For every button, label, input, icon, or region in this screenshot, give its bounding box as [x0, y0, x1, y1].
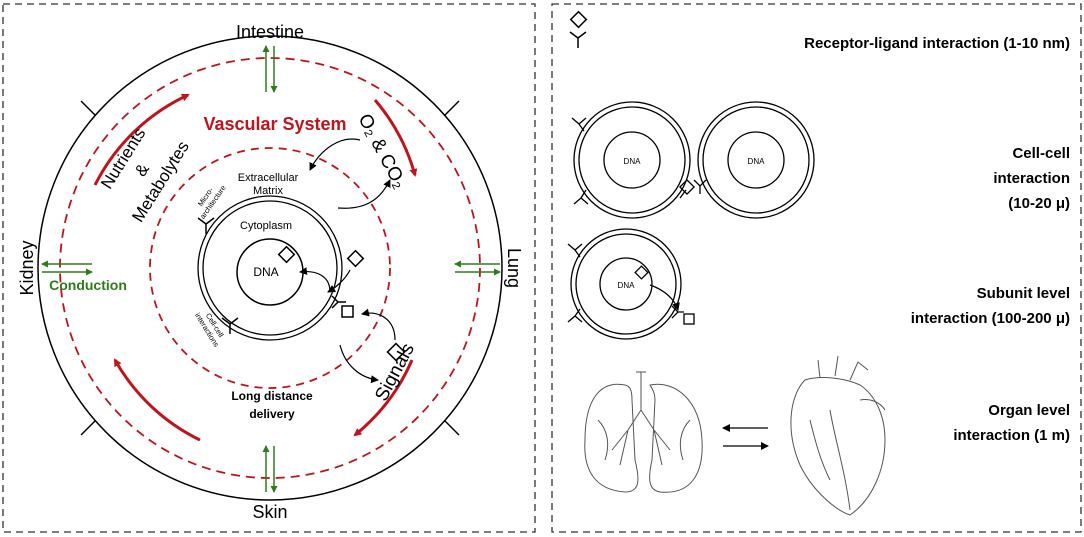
signals-label: Signals: [371, 340, 419, 405]
long-distance-label-1: Long distance: [231, 389, 313, 403]
organ-lung-label: Lung: [504, 248, 524, 288]
cell2-dna-label: DNA: [748, 157, 766, 166]
cytoplasm-label: Cytoplasm: [240, 220, 292, 232]
long-distance-label-2: delivery: [249, 407, 295, 421]
signal-arrows: [299, 138, 396, 384]
subunit-label-2: interaction (100-200 μ): [911, 310, 1070, 327]
nutrients-group: Nutrients & Metabolytes: [97, 124, 193, 225]
right-panel-frame: [551, 3, 1082, 533]
cell-cell-label-1: Cell-cell: [1012, 145, 1070, 162]
flow-arrow-bottom-left: [113, 358, 201, 442]
nutrients-amp: &: [131, 160, 153, 180]
conduction-label: Conduction: [49, 277, 127, 293]
receptor-ligand-icon: [569, 10, 588, 48]
cell-receptor-symbols: [197, 217, 406, 362]
vascular-system-label: Vascular System: [203, 114, 346, 134]
nucleus-dna-label: DNA: [253, 265, 278, 279]
gases-label: O₂ & CO₂: [354, 110, 411, 192]
outer-ticks: [80, 100, 460, 436]
cell-membrane-outer: [197, 195, 343, 341]
flow-arrow-top-left: [93, 93, 190, 186]
subunit-diagram: [567, 228, 695, 340]
nutrients-label: Nutrients: [97, 124, 149, 192]
flow-arrow-top-right: [373, 99, 418, 177]
exchange-arrows: [41, 45, 501, 493]
cell-cell-label-2: interaction: [993, 170, 1070, 187]
subunit-dna-label: DNA: [618, 281, 636, 290]
cell-cell-interactions-group: Cell-cell interactions: [193, 311, 226, 349]
organ-exchange-arrows: [722, 424, 769, 450]
receptor-ligand-label: Receptor-ligand interaction (1-10 nm): [804, 35, 1070, 52]
flow-arrow-bottom-right: [353, 359, 414, 437]
cell-cell-label-3: (10-20 μ): [1008, 195, 1070, 212]
left-panel-frame: [2, 3, 536, 533]
organ-label-2: interaction (1 m): [953, 427, 1070, 444]
vascular-circle: [59, 57, 481, 479]
lungs-illustration: [584, 371, 703, 493]
organ-kidney-label: Kidney: [17, 240, 37, 295]
cell-cell-diagram: [571, 101, 815, 219]
tissue-circle: [149, 147, 391, 389]
ecm-label-1: Extracellular: [238, 172, 299, 184]
organ-intestine-label: Intestine: [236, 22, 304, 42]
cell1-dna-label: DNA: [624, 157, 642, 166]
outer-body-circle: [37, 35, 503, 501]
ecm-label-2: Matrix: [253, 185, 283, 197]
subunit-arrow: [649, 284, 680, 311]
organ-skin-label: Skin: [252, 502, 287, 522]
subunit-label-1: Subunit level: [977, 285, 1070, 302]
cell-membrane-inner: [202, 200, 338, 336]
heart-illustration: [790, 355, 886, 516]
organ-label-1: Organ level: [988, 402, 1070, 419]
